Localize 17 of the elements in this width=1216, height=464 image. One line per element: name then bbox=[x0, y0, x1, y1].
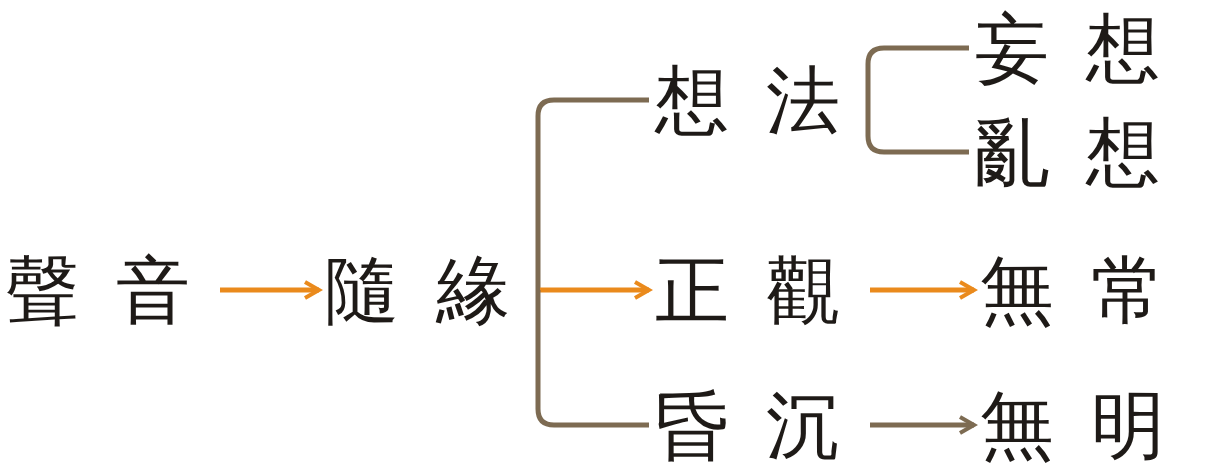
term-text: 妄想 bbox=[975, 4, 1197, 93]
term-text: 無明 bbox=[980, 381, 1202, 464]
arrow bbox=[540, 280, 651, 300]
arrow bbox=[870, 280, 976, 300]
bracket-line bbox=[535, 97, 649, 290]
bracket-line bbox=[865, 100, 969, 155]
term-text: 隨緣 bbox=[325, 246, 547, 335]
bracket-line bbox=[535, 290, 649, 428]
arrow bbox=[220, 280, 321, 300]
term-text: 昏沉 bbox=[655, 381, 877, 464]
term-text: 無常 bbox=[980, 246, 1202, 335]
arrow bbox=[870, 415, 976, 435]
term-text: 亂想 bbox=[975, 108, 1197, 197]
term-text: 正觀 bbox=[655, 246, 877, 335]
term-text: 聲音 bbox=[5, 246, 227, 335]
bracket-line bbox=[865, 45, 969, 100]
term-text: 想法 bbox=[655, 56, 877, 145]
